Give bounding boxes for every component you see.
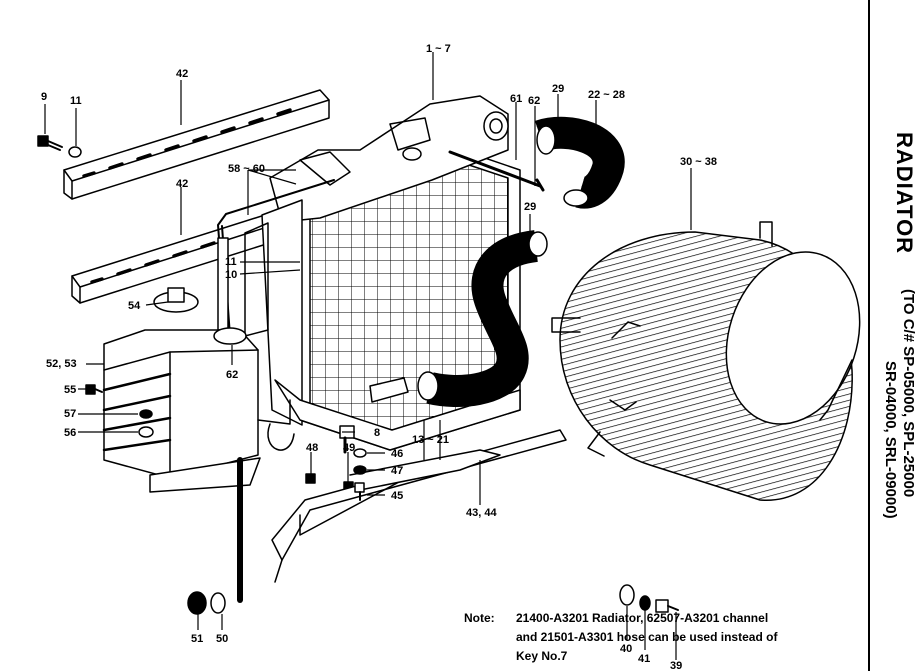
nut-51-part (187, 591, 207, 615)
callout-channel-top: 42 (176, 68, 188, 80)
leader-lines (44, 52, 692, 660)
callout-washer-11: 11 (225, 256, 237, 268)
callout-reservoir: 52, 53 (46, 358, 77, 370)
note-line: 21400-A3201 Radiator, 62507-A3201 channe… (516, 611, 769, 625)
bolt-45-part (354, 482, 365, 501)
callout-radiator: 1 ~ 7 (426, 43, 451, 55)
callout-bracket: 58 ~ 60 (228, 163, 265, 175)
reservoir-part (102, 327, 295, 493)
callout-40: 40 (620, 643, 632, 655)
callout-hose-bottom-set: 13 ~ 21 (412, 434, 449, 446)
callout-48: 48 (306, 442, 318, 454)
bolt-9-part (37, 135, 63, 151)
page-subtitle-line-2: SR-04000, SRL-09000) (882, 361, 899, 519)
callout-8: 8 (374, 427, 380, 439)
cap-54-part (153, 287, 199, 313)
callout-hose-mid: 29 (524, 201, 536, 213)
callout-57: 57 (64, 408, 76, 420)
callout-49: 49 (343, 442, 355, 454)
washer-40-part (619, 584, 635, 606)
note-label: Note: (464, 611, 495, 625)
note-line: Key No.7 (516, 649, 568, 663)
callout-56: 56 (64, 427, 76, 439)
right-border-line (868, 0, 870, 671)
callout-51: 51 (191, 633, 203, 645)
washer-50-part (210, 592, 226, 614)
callout-labels: 1 ~ 7 42 42 9 11 58 ~ 60 61 62 29 22 ~ 2… (41, 43, 717, 671)
washer-41-part (639, 595, 651, 611)
callout-washer-11-top: 11 (70, 95, 82, 107)
vertical-title-block: RADIATOR (TO C/# SP-05000, SPL-25000 SR-… (882, 6, 915, 666)
callout-cap: 54 (128, 300, 141, 312)
washer-47-part (353, 465, 367, 475)
bolt-48-part (305, 473, 316, 484)
callout-shroud: 30 ~ 38 (680, 156, 717, 168)
callout-50: 50 (216, 633, 228, 645)
note-line: and 21501-A3301 hose can be used instead… (516, 630, 778, 644)
washer-56-part (138, 426, 154, 438)
callout-10: 10 (225, 269, 237, 281)
washer-46-part (353, 448, 367, 458)
callout-46: 46 (391, 448, 403, 460)
stay-part (271, 429, 567, 583)
callout-45: 45 (391, 490, 403, 502)
rod-61-part (448, 150, 542, 188)
callout-hose-top: 29 (552, 83, 564, 95)
callout-62-top: 62 (528, 95, 540, 107)
callout-hose-top-set: 22 ~ 28 (588, 89, 625, 101)
page-title: RADIATOR (892, 132, 915, 255)
washer-11-part (68, 146, 82, 158)
note-body: 21400-A3201 Radiator, 62507-A3201 channe… (516, 609, 806, 666)
callout-channel-bottom: 42 (176, 178, 188, 190)
page-subtitle-line-1: (TO C/# SP-05000, SPL-25000 (900, 289, 915, 498)
lower-hose-part (417, 230, 548, 407)
callout-39: 39 (670, 660, 682, 671)
callout-stay: 43, 44 (466, 507, 497, 519)
callout-61: 61 (510, 93, 522, 105)
bolt-55-part (85, 384, 103, 395)
callout-47: 47 (391, 465, 403, 477)
bolt-39-part (655, 599, 679, 613)
channel-top-part (63, 89, 330, 200)
washer-57-part (139, 409, 153, 419)
callout-hose-reservoir: 62 (226, 369, 238, 381)
callout-41: 41 (638, 653, 650, 665)
callout-55: 55 (64, 384, 76, 396)
shroud-part (551, 221, 861, 501)
radiator-core-part (244, 95, 521, 451)
callout-bolt-9: 9 (41, 91, 47, 103)
upper-hose-part (534, 116, 625, 209)
